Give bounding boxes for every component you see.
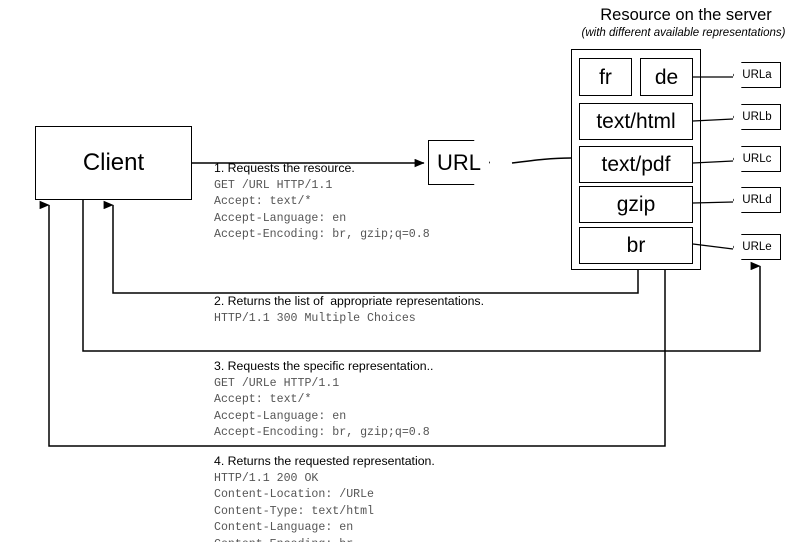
representation-text-pdf[interactable]: text/pdf (579, 146, 693, 183)
step-3-http: GET /URLe HTTP/1.1 Accept: text/* Accept… (214, 376, 430, 440)
step-4-http: HTTP/1.1 200 OK Content-Location: /URLe … (214, 471, 375, 542)
url-tag-urld[interactable]: URLd (733, 187, 781, 213)
representation-gzip[interactable]: gzip (579, 186, 693, 223)
step-1-http: GET /URL HTTP/1.1 Accept: text/* Accept-… (214, 178, 430, 242)
step-2-annotation: 2. Returns the list of appropriate repre… (214, 294, 484, 327)
step-1-title: 1. Requests the resource. (214, 161, 355, 175)
url-tag-urlc[interactable]: URLc (733, 146, 781, 172)
step-3-title: 3. Requests the specific representation.… (214, 359, 434, 373)
step-2-title: 2. Returns the list of appropriate repre… (214, 294, 484, 308)
url-tag-urlb[interactable]: URLb (733, 104, 781, 130)
representation-fr[interactable]: fr (579, 58, 632, 96)
server-title: Resource on the server (600, 6, 772, 24)
client-node[interactable]: Client (35, 126, 192, 200)
step-4-annotation: 4. Returns the requested representation.… (214, 454, 435, 542)
step-4-title: 4. Returns the requested representation. (214, 454, 435, 468)
server-container (571, 49, 701, 270)
step-3-annotation: 3. Requests the specific representation.… (214, 359, 433, 442)
representation-de[interactable]: de (640, 58, 693, 96)
url-tag-urle[interactable]: URLe (733, 234, 781, 260)
server-subtitle: (with different available representation… (581, 27, 786, 39)
representation-br[interactable]: br (579, 227, 693, 264)
step-1-annotation: 1. Requests the resource. GET /URL HTTP/… (214, 161, 430, 244)
step-2-http: HTTP/1.1 300 Multiple Choices (214, 311, 416, 325)
url-tag-urla[interactable]: URLa (733, 62, 781, 88)
representation-text-html[interactable]: text/html (579, 103, 693, 140)
